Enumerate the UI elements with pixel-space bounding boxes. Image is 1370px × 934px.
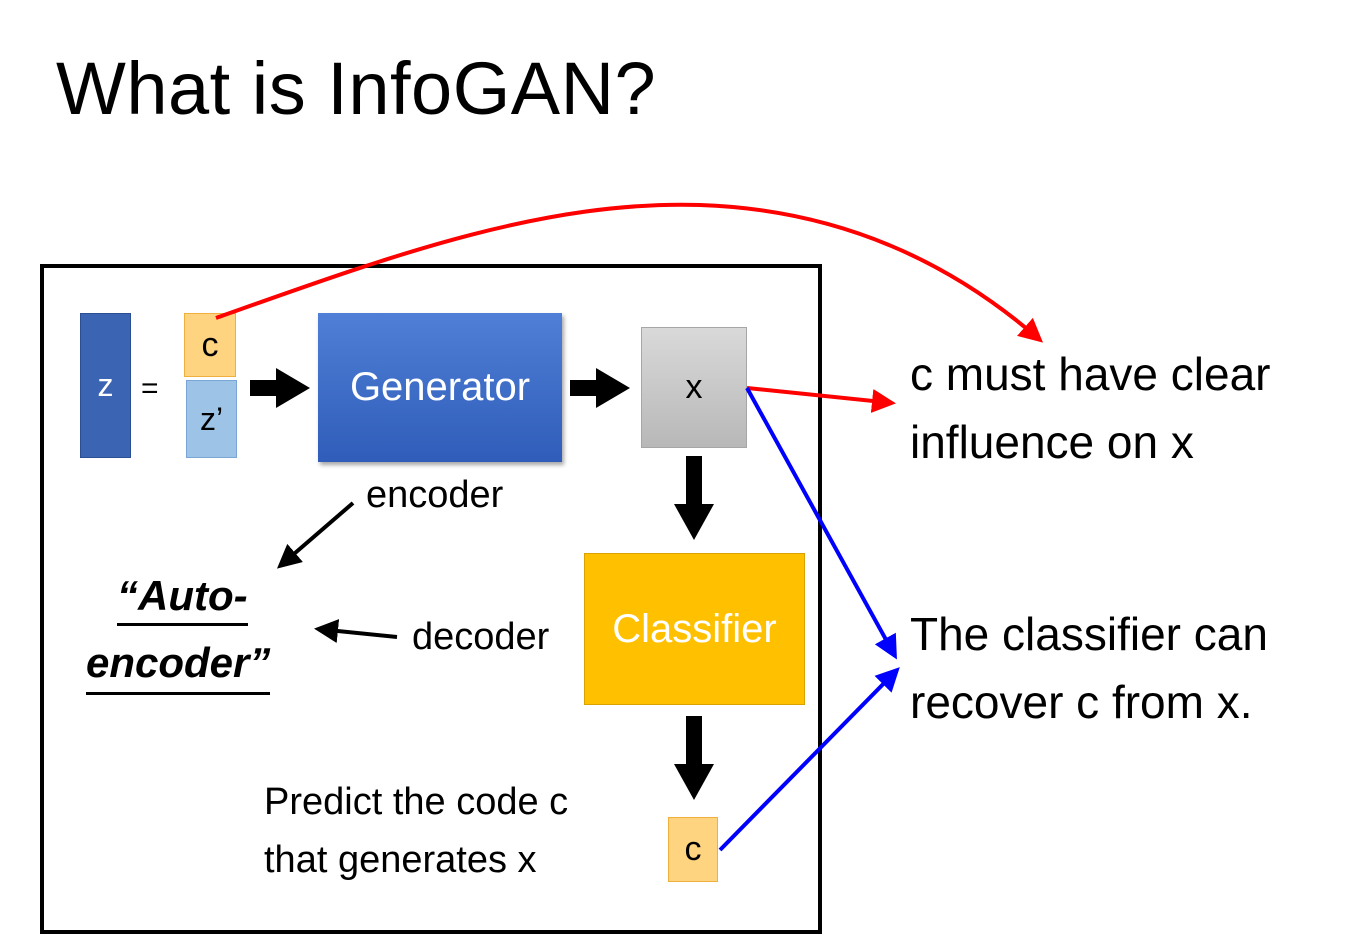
page-title: What is InfoGAN? [56, 47, 657, 130]
recover-note: The classifier can recover c from x. [910, 600, 1268, 736]
decoder-label: decoder [412, 616, 550, 658]
recover-line1: The classifier can [910, 608, 1268, 660]
code-c-input-box: c [184, 313, 236, 377]
encoder-label: encoder [366, 474, 504, 516]
predict-caption-line2: that generates x [264, 839, 537, 881]
clear-influence-line1: c must have clear [910, 348, 1271, 400]
z-prime-box: z’ [186, 380, 237, 458]
code-c-predicted-box: c [668, 817, 718, 882]
predict-caption-line1: Predict the code c [264, 781, 569, 823]
autoencoder-label-line2: encoder” [86, 638, 271, 696]
clear-influence-note: c must have clear influence on x [910, 340, 1270, 476]
z-latent-box: z [80, 313, 131, 458]
generator-box: Generator [318, 313, 562, 462]
x-output-box: x [641, 327, 747, 448]
classifier-box: Classifier [584, 553, 805, 705]
predict-caption: Predict the code c that generates x [264, 773, 568, 889]
equals-sign: = [141, 372, 159, 405]
autoencoder-label-line1: “Auto- [117, 571, 248, 627]
clear-influence-line2: influence on x [910, 416, 1194, 468]
recover-line2: recover c from x. [910, 676, 1253, 728]
